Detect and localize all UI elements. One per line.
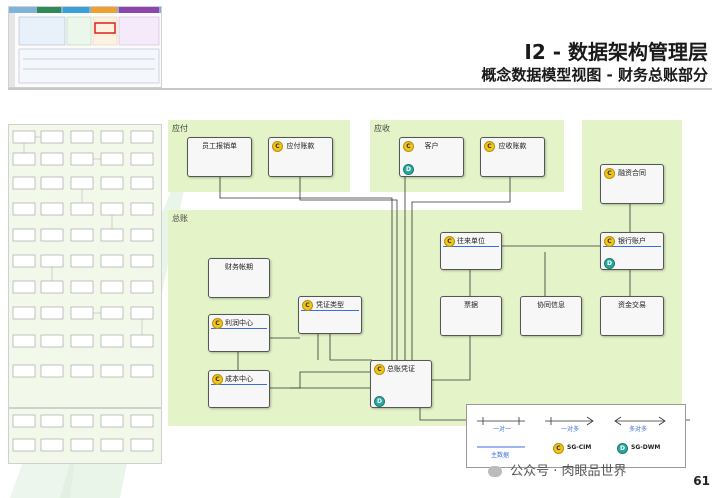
entity-voucher-type-label: 凭证类型 — [316, 301, 344, 309]
main-data-marker — [301, 310, 359, 311]
legend-graphic — [477, 416, 666, 448]
entity-bank-account[interactable]: C D 银行账户 — [600, 232, 664, 270]
entity-bill[interactable]: 票据 — [440, 296, 502, 336]
entity-receivable-account-label: 应收账款 — [498, 142, 527, 150]
entity-contract-label: 融资合同 — [618, 169, 646, 177]
cim-badge-icon: C — [212, 374, 223, 385]
model-overview-lower-graphic — [12, 414, 154, 452]
cim-badge-icon: C — [484, 141, 495, 152]
entity-cost-center-label: 成本中心 — [225, 375, 253, 383]
main-data-marker — [603, 246, 661, 247]
cim-badge-icon: C — [272, 141, 283, 152]
entity-contract[interactable]: C 融资合同 — [600, 164, 664, 204]
model-overview-panel — [8, 124, 162, 408]
legend-dwm: SG-DWM — [631, 444, 661, 451]
legend-cim: SG-CIM — [567, 444, 592, 451]
footer-watermark: 公众号 · 肉眼品世界 — [488, 460, 627, 479]
model-overview-panel-lower — [8, 408, 162, 464]
cim-badge-icon: C — [302, 300, 313, 311]
page-subtitle: 概念数据模型视图 - 财务总账部分 — [481, 66, 708, 84]
entity-bill-label: 票据 — [464, 301, 478, 309]
entity-agreement[interactable]: 协同信息 — [520, 296, 582, 336]
wechat-icon — [488, 466, 502, 477]
entity-payable-account[interactable]: C 应付账款 — [268, 137, 333, 177]
cim-badge-icon: C — [604, 236, 615, 247]
page-title: I2 - 数据架构管理层 — [524, 40, 708, 64]
legend: 一对一 一对多 多对多 主数据 C SG-CIM D SG-DWM — [466, 404, 686, 468]
footer-text: 公众号 · 肉眼品世界 — [510, 464, 627, 479]
legend-one-to-many: 一对多 — [561, 426, 580, 433]
entity-profit-center-label: 利润中心 — [225, 319, 253, 327]
entity-counterparty-label: 往来单位 — [457, 237, 485, 245]
dwm-badge-icon: D — [374, 396, 385, 407]
entity-agreement-label: 协同信息 — [537, 301, 565, 309]
cim-badge-icon: C — [444, 236, 455, 247]
entity-bank-account-label: 银行账户 — [618, 237, 646, 245]
legend-one-to-one: 一对一 — [493, 426, 512, 433]
entity-customer-label: 客户 — [424, 142, 439, 150]
zone-receivable-label: 应收 — [374, 124, 390, 133]
dwm-badge-icon: D — [604, 258, 615, 269]
entity-fund-transaction-label: 资金交易 — [618, 301, 646, 309]
legend-many-to-many: 多对多 — [629, 426, 648, 433]
overview-thumbnail-graphic — [9, 7, 161, 87]
legend-dwm-badge-icon: D — [617, 443, 628, 454]
overview-thumbnail — [8, 6, 162, 88]
entity-voucher-type[interactable]: C 凭证类型 — [298, 296, 362, 334]
entity-cost-center[interactable]: C 成本中心 — [208, 370, 270, 408]
entity-account-period[interactable]: 财务帐期 — [208, 258, 270, 298]
entity-account-period-label: 财务帐期 — [225, 263, 253, 271]
zone-payable-label: 应付 — [172, 124, 188, 133]
dwm-badge-icon: D — [403, 164, 414, 175]
cim-badge-icon: C — [374, 364, 385, 375]
entity-supplier-label: 员工报销单 — [202, 142, 237, 150]
cim-badge-icon: C — [212, 318, 223, 329]
zone-ledger-label: 总账 — [172, 214, 188, 223]
legend-cim-badge-icon: C — [553, 443, 564, 454]
entity-profit-center[interactable]: C 利润中心 — [208, 314, 270, 352]
model-overview-graphic — [12, 130, 154, 378]
main-data-marker — [211, 328, 267, 329]
main-data-marker — [211, 384, 267, 385]
entity-counterparty[interactable]: C 往来单位 — [440, 232, 502, 270]
entity-payable-account-label: 应付账款 — [286, 142, 315, 150]
page-number: 61 — [693, 474, 710, 488]
header-divider — [8, 88, 712, 90]
entity-receivable-account[interactable]: C 应收账款 — [480, 137, 545, 177]
cim-badge-icon: C — [403, 141, 414, 152]
entity-general-voucher-label: 总账凭证 — [387, 365, 415, 373]
cim-badge-icon: C — [604, 168, 615, 179]
entity-customer[interactable]: C D 客户 — [399, 137, 464, 177]
entity-general-voucher[interactable]: C D 总账凭证 — [370, 360, 432, 408]
entity-supplier[interactable]: 员工报销单 — [187, 137, 252, 177]
entity-fund-transaction[interactable]: 资金交易 — [600, 296, 664, 336]
main-data-marker — [443, 246, 499, 247]
legend-main-data: 主数据 — [491, 452, 510, 459]
